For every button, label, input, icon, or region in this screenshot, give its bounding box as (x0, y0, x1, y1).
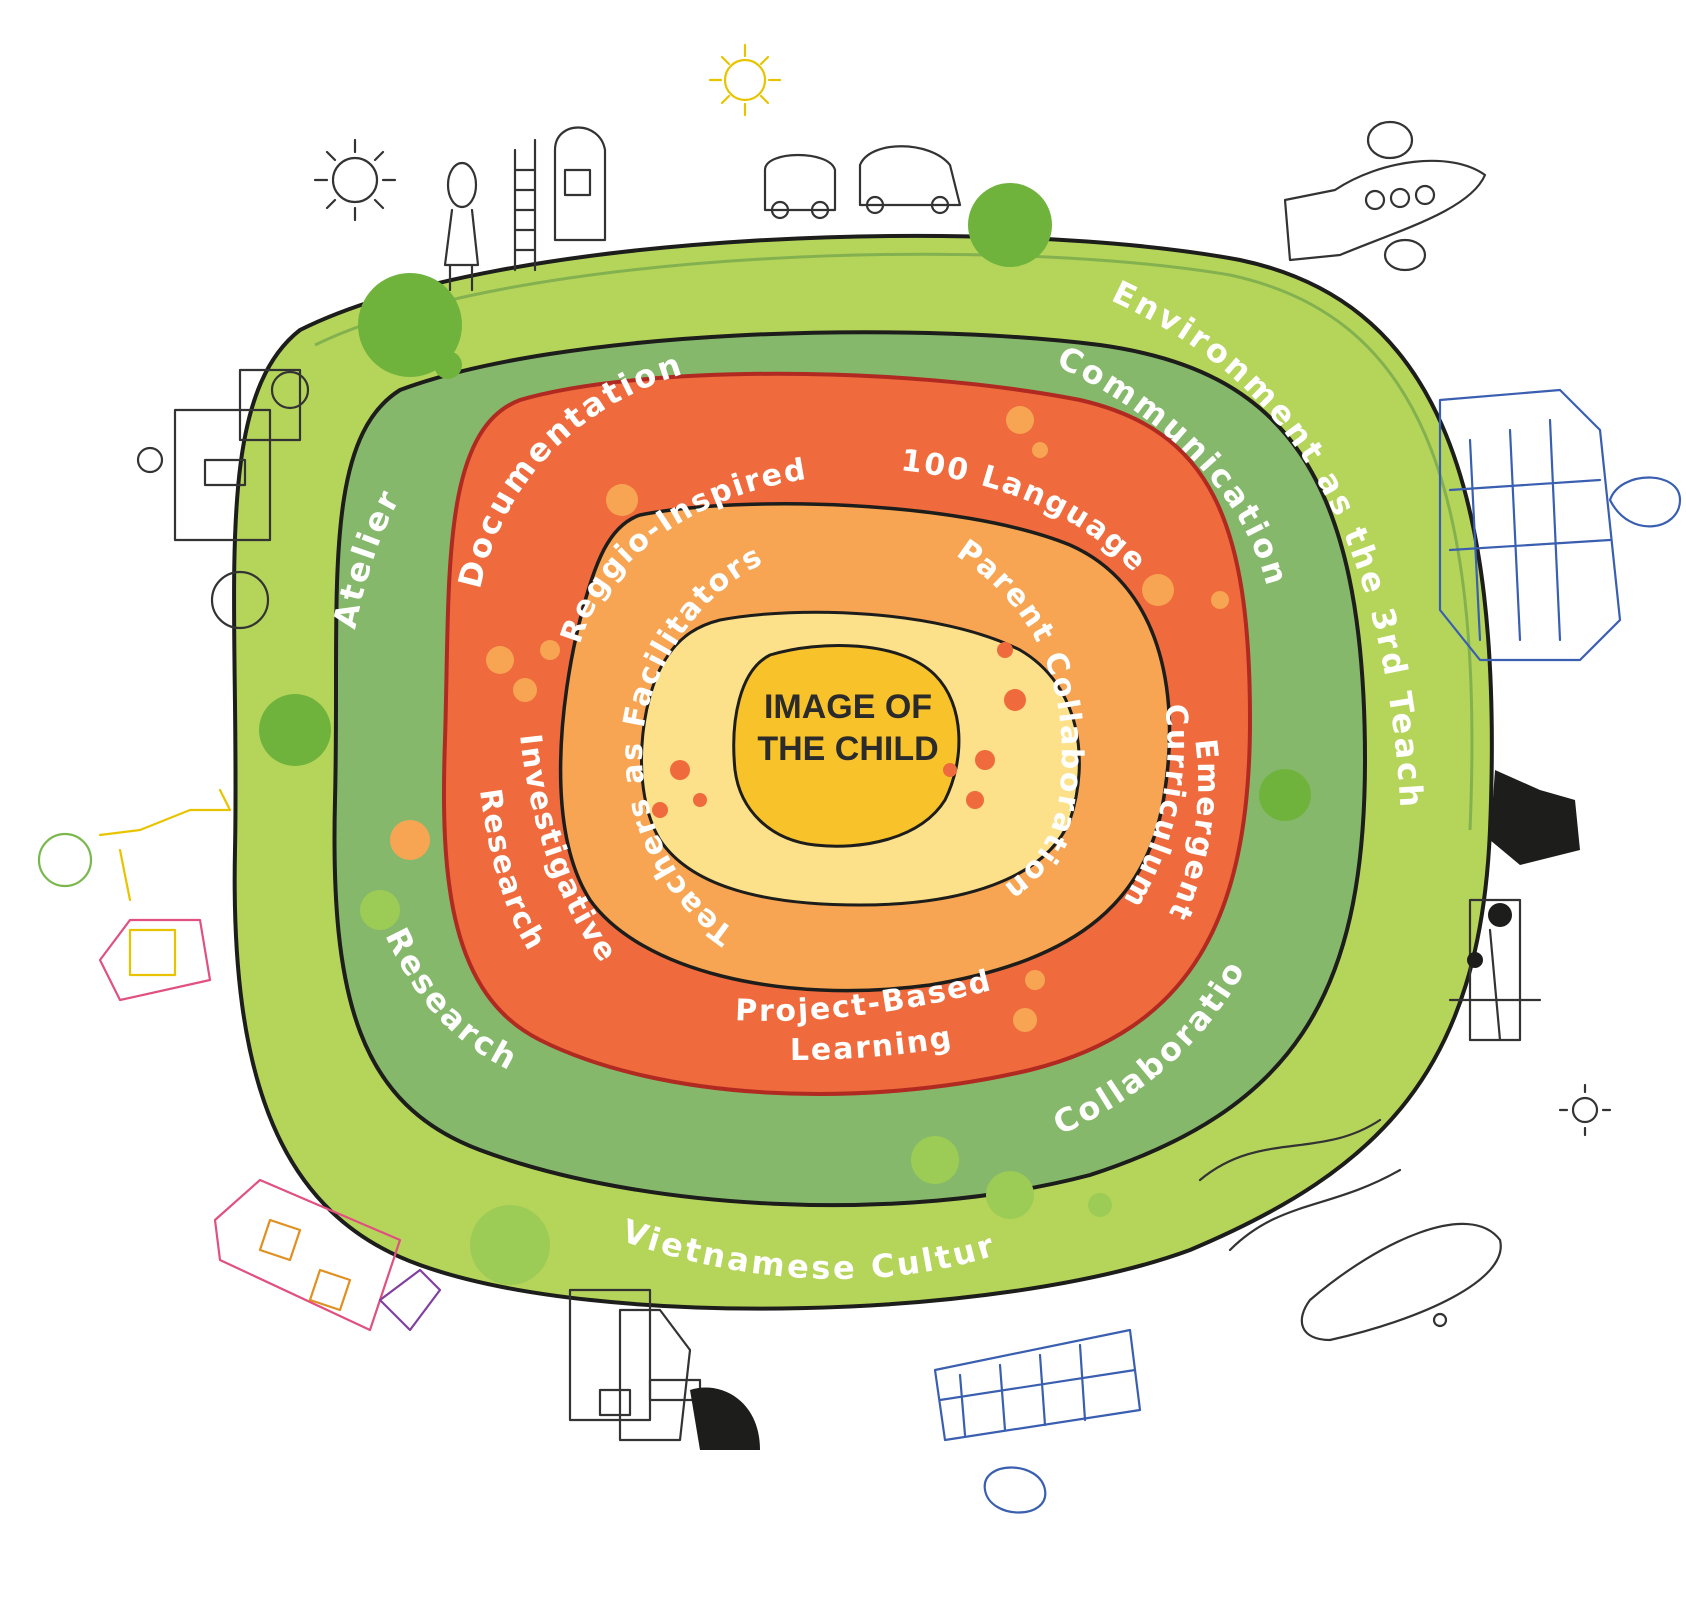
doodle-blue-building-right (1438, 388, 1682, 662)
tree-blobs (259, 183, 1311, 1285)
doodle-robot-house-left (136, 368, 310, 630)
doodle-colorful-house-bottom-left (213, 1178, 442, 1332)
doodle-girl (443, 161, 480, 292)
doodle-cars (763, 145, 962, 220)
doodle-rocket (1283, 120, 1487, 272)
doodle-ladder-house (513, 126, 607, 272)
center-label-line2: THE CHILD (757, 730, 938, 768)
doodle-house-bottom (568, 1288, 760, 1450)
tree-icon (259, 694, 331, 766)
tree-icon (470, 1205, 550, 1285)
doodle-sun-small-right (1558, 1083, 1612, 1137)
paint-splatters (390, 406, 1229, 1032)
tree-icon (1259, 769, 1311, 821)
tree-icon (358, 273, 462, 377)
tree-icon (968, 183, 1052, 267)
doodle-plane-bottom-right (1198, 1118, 1502, 1342)
doodle-sun-top (708, 43, 782, 117)
center-label-line1: IMAGE OF (764, 688, 932, 726)
doodle-sun-top-left (313, 138, 397, 222)
center-image-of-child (732, 644, 961, 848)
doodle-black-figures-right (1448, 770, 1580, 1042)
doodle-blue-bus-bottom (933, 1328, 1142, 1514)
doodle-yellow-figure-left (37, 788, 232, 1002)
